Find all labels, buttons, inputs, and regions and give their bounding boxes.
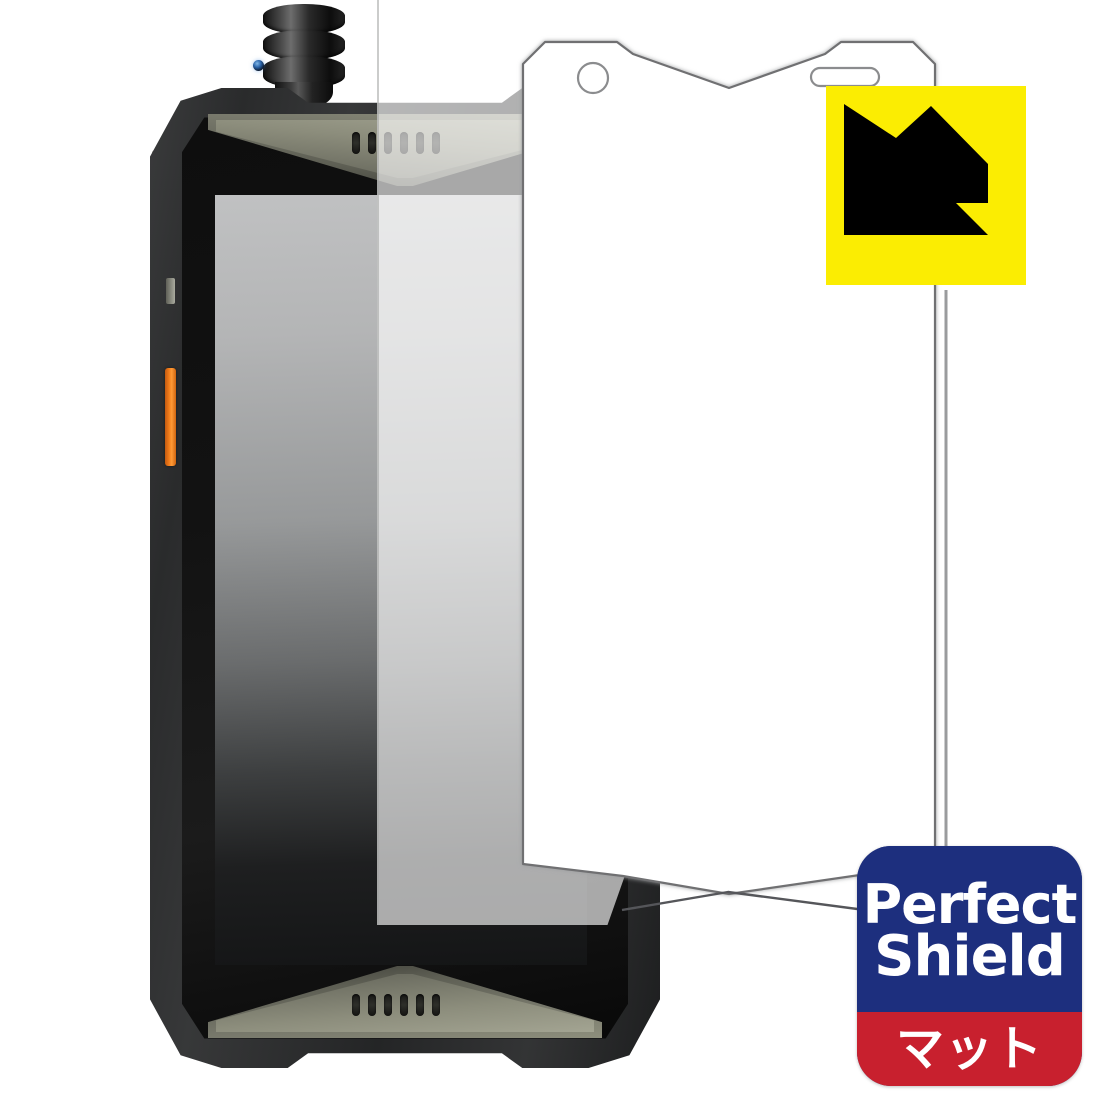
anti-scratch-badge — [826, 86, 1026, 285]
antenna-segment — [263, 30, 345, 60]
scratch-arrow-icon — [844, 104, 988, 235]
speaker-slot — [368, 994, 376, 1016]
volume-button[interactable] — [166, 278, 175, 304]
speaker-slot — [352, 994, 360, 1016]
speaker-slot — [368, 132, 376, 154]
leader-line-chevron — [621, 890, 881, 914]
speaker-slots-bottom — [352, 994, 440, 1016]
brand-badge-top: Perfect Shield — [857, 846, 1082, 1012]
antenna-segment — [263, 4, 345, 34]
antenna-stub-icon — [263, 0, 345, 108]
orange-sos-button[interactable] — [165, 368, 176, 466]
brand-name-line-1: Perfect — [862, 873, 1078, 937]
variant-label: マット — [895, 1021, 1043, 1077]
speaker-slot — [432, 994, 440, 1016]
brand-badge: Perfect Shield マット — [857, 846, 1082, 1086]
brand-badge-bottom: マット — [857, 1012, 1082, 1086]
speaker-slot — [384, 994, 392, 1016]
speaker-slot — [416, 994, 424, 1016]
speaker-slot — [352, 132, 360, 154]
front-camera-icon — [253, 60, 264, 71]
brand-name-line-2: Shield — [874, 924, 1066, 990]
camera-cutout-icon — [576, 61, 610, 95]
speaker-slot — [400, 994, 408, 1016]
